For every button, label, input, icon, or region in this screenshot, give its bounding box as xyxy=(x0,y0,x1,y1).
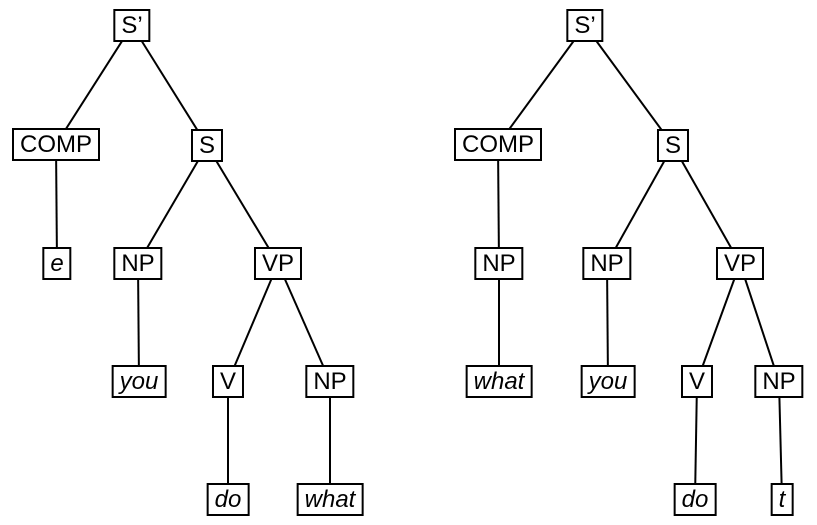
tree-edge-right-tree-np-subj-you xyxy=(606,263,609,382)
tree-node-left-tree-vp: VP xyxy=(253,247,303,280)
tree-edge-right-tree-s-np-subj xyxy=(606,145,674,264)
tree-edge-left-tree-s-np-subj xyxy=(137,144,208,265)
tree-edge-left-tree-s-vp xyxy=(206,144,279,265)
tree-node-right-tree-np-obj: NP xyxy=(754,365,804,398)
tree-edge-left-tree-s-bar-comp xyxy=(55,24,133,146)
tree-node-left-tree-np-subj: NP xyxy=(113,247,163,280)
tree-node-right-tree-np-wh: NP xyxy=(474,247,524,280)
tree-node-right-tree-np-subj: NP xyxy=(582,247,632,280)
tree-node-left-tree-s: S xyxy=(190,129,224,162)
tree-edge-right-tree-s-vp xyxy=(672,145,741,264)
tree-node-right-tree-comp: COMP xyxy=(454,128,542,161)
tree-edge-left-tree-comp-e xyxy=(55,144,58,264)
tree-node-left-tree-you: you xyxy=(111,365,167,398)
tree-node-left-tree-s-bar: S’ xyxy=(113,9,151,42)
tree-node-right-tree-do: do xyxy=(673,483,717,516)
tree-edge-right-tree-comp-np-wh xyxy=(497,144,500,264)
tree-edge-left-tree-vp-v xyxy=(227,263,279,382)
tree-node-right-tree-v: V xyxy=(680,365,714,398)
tree-node-left-tree-do: do xyxy=(206,483,250,516)
tree-node-right-tree-you: you xyxy=(580,365,636,398)
tree-edge-left-tree-vp-np-obj xyxy=(277,263,331,382)
tree-edge-right-tree-s-bar-s xyxy=(584,24,674,147)
tree-edge-right-tree-np-obj-t xyxy=(778,381,783,500)
tree-node-right-tree-vp: VP xyxy=(715,247,765,280)
tree-node-left-tree-np-obj: NP xyxy=(305,365,355,398)
tree-node-right-tree-s-bar: S’ xyxy=(566,9,604,42)
tree-node-left-tree-comp: COMP xyxy=(12,128,100,161)
tree-node-right-tree-s: S xyxy=(656,129,690,162)
tree-edge-left-tree-s-bar-s xyxy=(131,24,208,147)
tree-edge-right-tree-v-do xyxy=(694,381,698,500)
tree-node-left-tree-v: V xyxy=(211,365,245,398)
tree-edge-right-tree-s-bar-comp xyxy=(497,24,586,146)
tree-node-left-tree-e: e xyxy=(42,247,72,280)
tree-edge-right-tree-vp-v xyxy=(696,263,741,382)
tree-node-right-tree-what: what xyxy=(465,365,533,398)
tree-edge-left-tree-np-subj-you xyxy=(137,263,140,382)
tree-edge-right-tree-vp-np-obj xyxy=(739,263,780,382)
tree-node-left-tree-what: what xyxy=(296,483,364,516)
tree-node-right-tree-t: t xyxy=(770,483,794,516)
